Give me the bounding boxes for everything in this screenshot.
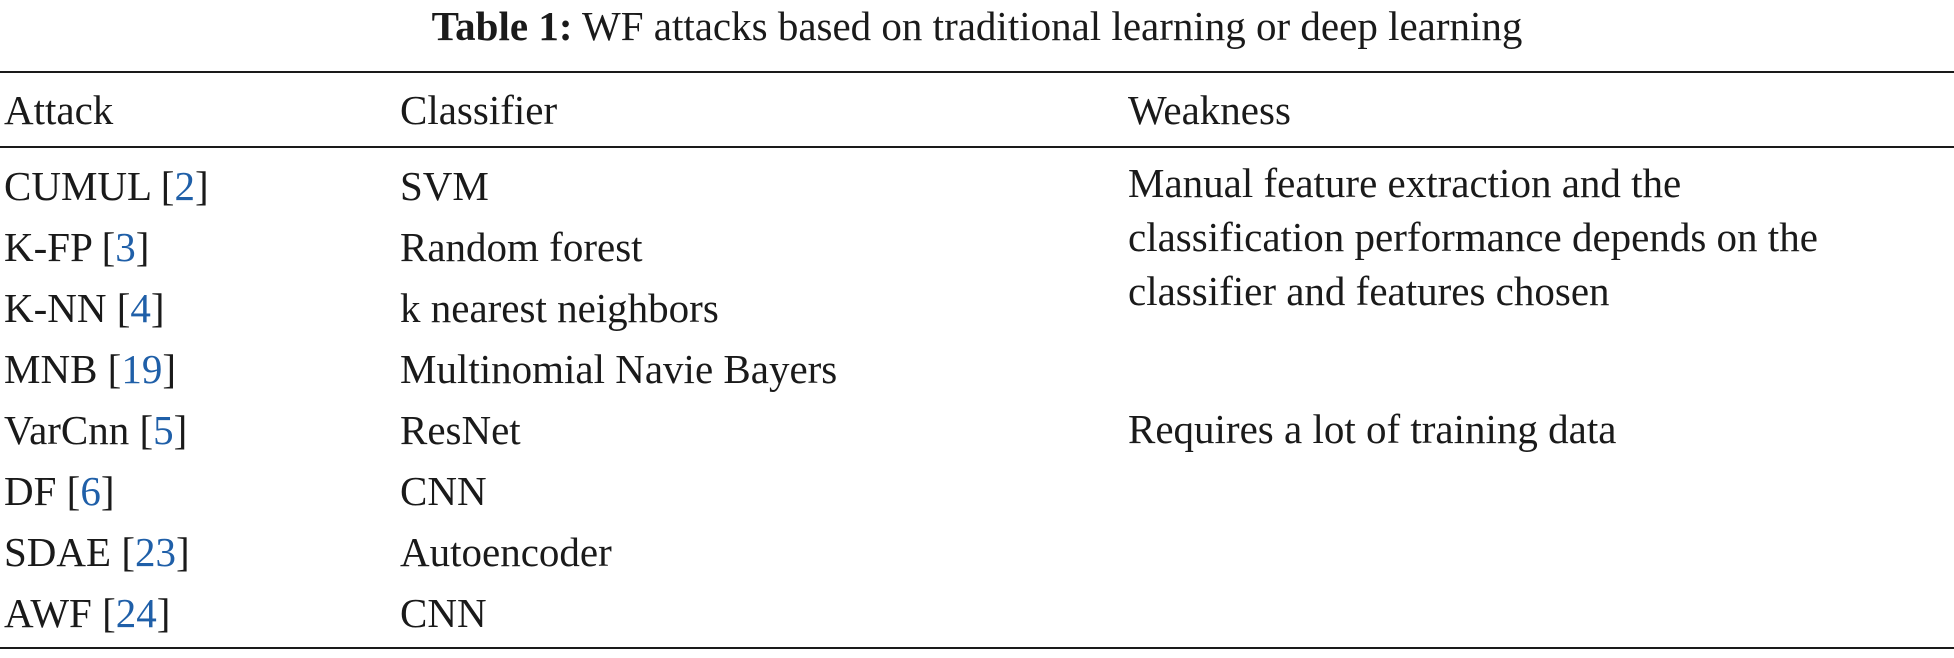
weakness-traditional: Manual feature extraction and the classi… xyxy=(1128,156,1818,318)
table-row-classifier: CNN xyxy=(400,468,487,514)
table-bottom-rule xyxy=(0,647,1954,649)
table-header-rule xyxy=(0,146,1954,148)
table-caption-text: WF attacks based on traditional learning… xyxy=(582,3,1523,49)
header-attack: Attack xyxy=(4,87,114,133)
table-row-classifier: Multinomial Navie Bayers xyxy=(400,346,838,392)
citation-link[interactable]: 24 xyxy=(115,590,157,636)
attack-name: SDAE xyxy=(4,529,112,575)
table-row-classifier: SVM xyxy=(400,163,489,209)
attack-name: K-NN xyxy=(4,285,107,331)
header-classifier: Classifier xyxy=(400,87,558,133)
table-row-attack: CUMUL [2] xyxy=(4,163,209,209)
table-row-attack: K-FP [3] xyxy=(4,224,150,270)
attack-name: K-FP xyxy=(4,224,92,270)
weakness-deep: Requires a lot of training data xyxy=(1128,406,1617,452)
table-caption-label: Table 1: xyxy=(431,3,573,49)
table-row-attack: AWF [24] xyxy=(4,590,171,636)
table-row-attack: VarCnn [5] xyxy=(4,407,188,453)
citation-link[interactable]: 6 xyxy=(80,468,101,514)
table-row-classifier: Autoencoder xyxy=(400,529,612,575)
table-row-classifier: CNN xyxy=(400,590,487,636)
table-row-attack: SDAE [23] xyxy=(4,529,190,575)
citation-link[interactable]: 23 xyxy=(134,529,176,575)
citation-link[interactable]: 19 xyxy=(121,346,163,392)
attack-name: CUMUL xyxy=(4,163,151,209)
table-row-attack: MNB [19] xyxy=(4,346,176,392)
citation-link[interactable]: 4 xyxy=(130,285,151,331)
table-caption: Table 1: WF attacks based on traditional… xyxy=(0,2,1954,50)
table-top-rule xyxy=(0,71,1954,73)
weakness-line: classifier and features chosen xyxy=(1128,268,1610,314)
attack-name: DF xyxy=(4,468,57,514)
weakness-line: classification performance depends on th… xyxy=(1128,214,1818,260)
table-row-attack: DF [6] xyxy=(4,468,115,514)
citation-link[interactable]: 3 xyxy=(115,224,136,270)
attack-name: AWF xyxy=(4,590,92,636)
attack-name: VarCnn xyxy=(4,407,130,453)
table-row-classifier: Random forest xyxy=(400,224,643,270)
weakness-line: Manual feature extraction and the xyxy=(1128,160,1682,206)
citation-link[interactable]: 5 xyxy=(153,407,174,453)
citation-link[interactable]: 2 xyxy=(174,163,195,209)
table-row-attack: K-NN [4] xyxy=(4,285,165,331)
table-row-classifier: ResNet xyxy=(400,407,521,453)
attack-name: MNB xyxy=(4,346,98,392)
header-weakness: Weakness xyxy=(1128,87,1291,133)
table-row-classifier: k nearest neighbors xyxy=(400,285,719,331)
